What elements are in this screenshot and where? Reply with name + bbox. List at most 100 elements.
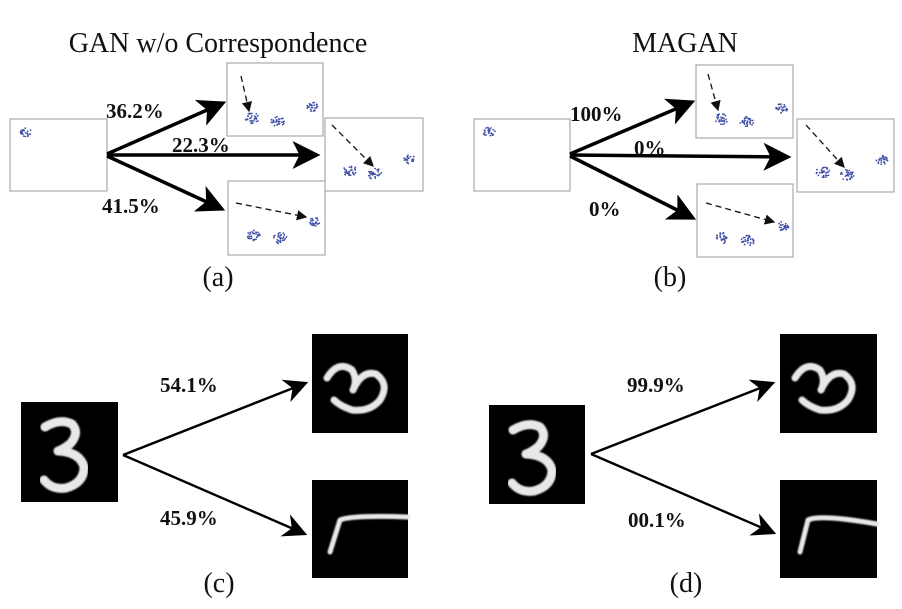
cluster-point xyxy=(822,175,825,177)
cluster-middle xyxy=(273,231,288,245)
cluster-point xyxy=(751,238,754,241)
cluster-point xyxy=(256,236,258,238)
cluster-point xyxy=(824,166,827,169)
cluster-point xyxy=(821,171,824,174)
caption-c: (c) xyxy=(203,568,234,599)
cluster-point xyxy=(820,168,823,171)
cluster-point xyxy=(407,154,409,157)
cluster-point xyxy=(409,155,412,158)
cluster-point xyxy=(281,239,284,242)
cluster-point xyxy=(251,112,253,115)
cluster-point xyxy=(780,226,783,229)
cluster-point xyxy=(780,228,783,231)
cluster-point xyxy=(278,231,281,234)
cluster-point xyxy=(719,234,721,237)
cluster-point xyxy=(250,122,253,125)
cluster-point xyxy=(885,158,887,161)
cluster-point xyxy=(720,123,722,126)
cluster-point xyxy=(253,229,255,232)
cluster-point xyxy=(781,223,784,226)
cluster-point xyxy=(274,116,277,119)
cluster-point xyxy=(716,115,718,118)
cluster-point xyxy=(722,123,724,126)
input-digit-three xyxy=(489,405,585,504)
cluster-point xyxy=(277,120,280,123)
pct-middle: 22.3% xyxy=(172,133,230,157)
pct-middle: 0% xyxy=(634,136,666,160)
cluster-point xyxy=(277,232,280,235)
cluster-point xyxy=(826,168,828,170)
cluster-point xyxy=(723,120,726,123)
cluster-point xyxy=(784,222,787,225)
cluster-point xyxy=(246,118,249,121)
cluster-point xyxy=(748,235,751,238)
caption-d: (d) xyxy=(670,568,703,599)
cluster-point xyxy=(824,174,827,177)
cluster-middle xyxy=(839,168,855,181)
cluster-point xyxy=(851,171,854,174)
cluster-point xyxy=(374,177,377,179)
cluster-middle xyxy=(740,234,755,247)
cluster-point xyxy=(485,134,487,136)
cluster-point xyxy=(751,123,753,126)
cluster-point xyxy=(253,119,256,121)
panel-a-title: GAN w/o Correspondence xyxy=(69,28,368,59)
cluster-point xyxy=(746,125,749,128)
cluster-point xyxy=(744,119,746,122)
cluster-point xyxy=(280,121,283,124)
cluster-point xyxy=(251,122,254,124)
cluster-point xyxy=(740,238,743,241)
cluster-point xyxy=(878,159,881,161)
cluster-point xyxy=(784,105,786,108)
cluster-right xyxy=(309,217,321,227)
cluster-point xyxy=(815,172,818,175)
cluster-point xyxy=(247,237,250,240)
cluster-point xyxy=(277,118,280,120)
cluster-point xyxy=(722,231,725,234)
target-box-top xyxy=(226,62,324,137)
cluster-left xyxy=(246,229,261,242)
cluster-point xyxy=(746,241,749,244)
cluster-point xyxy=(350,165,353,168)
cluster-point xyxy=(722,235,725,238)
cluster-point xyxy=(314,225,317,227)
cluster-point xyxy=(721,113,724,116)
cluster-point xyxy=(744,125,747,128)
cluster-point xyxy=(848,173,851,176)
cluster-middle xyxy=(270,115,285,127)
cluster-point xyxy=(284,237,287,240)
cluster-point xyxy=(312,110,315,112)
target-box-bottom xyxy=(227,180,326,256)
cluster-point xyxy=(849,171,852,174)
cluster-point xyxy=(406,159,409,162)
cluster-point xyxy=(309,104,311,107)
cluster-point xyxy=(403,159,406,162)
cluster-point xyxy=(248,237,251,240)
cluster-point xyxy=(489,134,492,137)
cluster-point xyxy=(21,129,23,132)
target-box-bottom xyxy=(696,183,794,258)
cluster-point xyxy=(344,173,346,176)
cluster-point xyxy=(310,220,312,222)
cluster-point xyxy=(723,122,726,125)
cluster-point xyxy=(376,169,379,171)
cluster-point xyxy=(312,101,314,104)
cluster-point xyxy=(490,132,493,135)
target-box-middle xyxy=(796,118,895,193)
pct-top: 36.2% xyxy=(106,99,164,123)
cluster-point xyxy=(250,116,252,119)
cluster-point xyxy=(842,178,845,181)
cluster-point xyxy=(781,107,784,109)
cluster-point xyxy=(255,232,257,235)
cluster-point xyxy=(259,234,261,237)
cluster-point xyxy=(749,242,752,244)
cluster-point xyxy=(354,166,357,169)
cluster-point xyxy=(778,106,781,109)
cluster-point xyxy=(723,117,725,120)
cluster-point xyxy=(282,232,285,235)
cluster-point xyxy=(780,111,783,114)
output-digit-three xyxy=(780,334,877,433)
cluster-point xyxy=(747,237,749,240)
cluster-point xyxy=(253,115,256,118)
